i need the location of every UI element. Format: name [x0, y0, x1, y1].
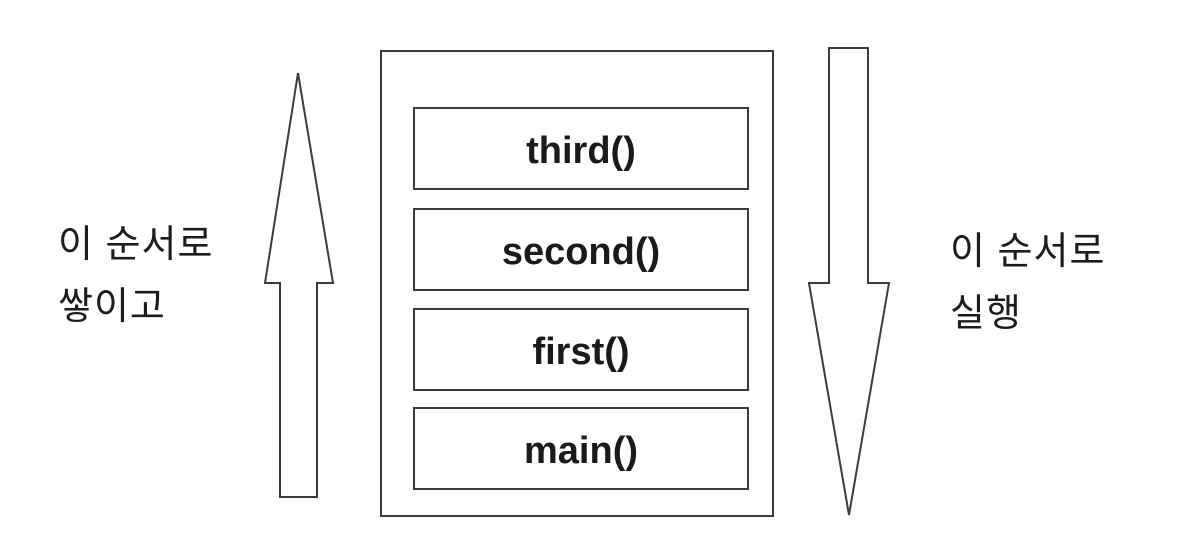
stack-frame-label: second(): [501, 231, 661, 273]
stack-frame-main: main(): [413, 407, 749, 490]
stack-frame-label: main(): [524, 430, 638, 472]
stack-frame-third: third(): [413, 107, 749, 190]
stack-frame-label: third(): [526, 130, 636, 172]
right-annotation: 이 순서로 실행: [950, 221, 1105, 345]
stack-frame-second: second(): [413, 208, 749, 291]
right-annotation-line1: 이 순서로: [950, 231, 1106, 273]
right-annotation-line2: 실행: [950, 293, 1022, 335]
left-annotation-line2: 쌓이고: [58, 286, 166, 328]
stack-frame-first: first(): [413, 308, 749, 391]
up-arrow-icon: [263, 72, 335, 498]
stack-frame-label: first(): [532, 331, 630, 373]
left-annotation-line1: 이 순서로: [58, 224, 214, 266]
down-arrow-icon: [807, 47, 891, 516]
left-annotation: 이 순서로 쌓이고: [58, 214, 213, 338]
